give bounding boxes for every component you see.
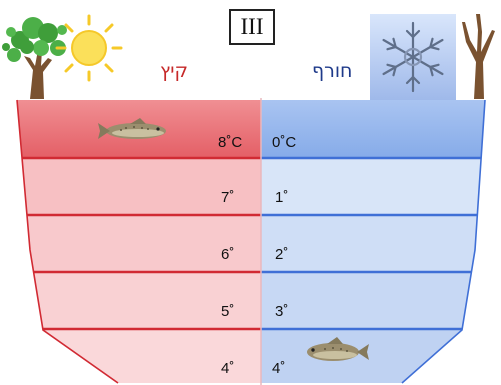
winter-cold-layer — [261, 100, 501, 158]
bare-tree-icon — [462, 14, 495, 99]
tree-icon — [2, 17, 67, 99]
summer-temp-label: 4˚ — [221, 360, 234, 377]
panel-label: III — [229, 9, 275, 45]
summer-temp-label: 8˚C — [218, 134, 242, 151]
winter-label: חורף — [312, 60, 352, 82]
winter-lake — [261, 100, 501, 385]
winter-temp-label: 0˚C — [272, 134, 296, 151]
summer-temp-label: 6˚ — [221, 246, 234, 263]
winter-temp-label: 3˚ — [275, 303, 288, 320]
sun-icon — [57, 16, 121, 80]
summer-label: קיץ — [160, 60, 188, 82]
snowflake-icon — [370, 14, 456, 100]
summer-temp-label: 5˚ — [221, 303, 234, 320]
winter-temp-label: 2˚ — [275, 246, 288, 263]
winter-temp-label: 4˚ — [272, 360, 285, 377]
summer-temp-label: 7˚ — [221, 189, 234, 206]
winter-temp-label: 1˚ — [275, 189, 288, 206]
